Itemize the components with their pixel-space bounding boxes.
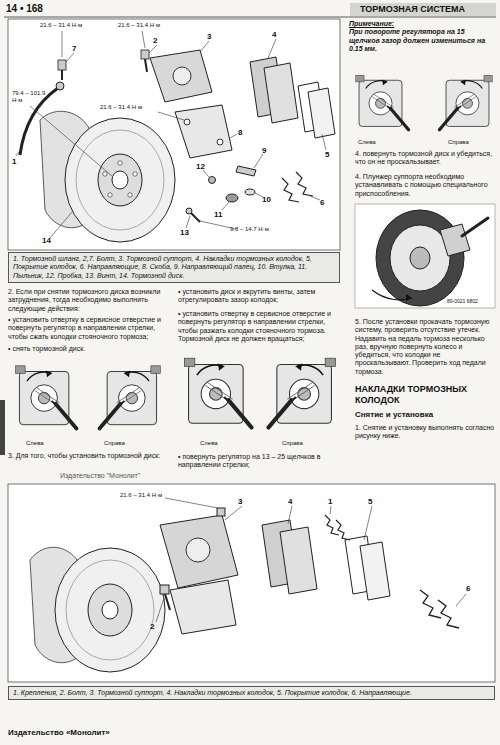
callout-number: 3 [207,32,211,41]
body-text: 4. Плунжер суппорта необходимо устанавли… [355,173,495,198]
callout-number: 14 [42,236,51,245]
body-text: Слева [26,440,44,447]
body-text: 89-0021 6802 [447,299,478,305]
callout-number: 12 [196,162,205,171]
body-text: Слева [358,139,376,146]
callout-number: 9 [262,146,266,155]
body-text: • установить отвертку в сервисное отверс… [178,310,338,343]
torque-value: 21.6 – 31.4 Н·м [100,104,142,111]
heading-text: Издательство «Монолит» [8,728,110,737]
body-text: • снять тормозной диск. [8,345,168,353]
torque-value: 9.8 – 14.7 Н·м [230,226,269,233]
callout-number: 2 [153,36,157,45]
body-text: • повернуть регулятор на 13 – 25 щелчков… [178,453,338,470]
callout-number: 6 [466,584,470,593]
callout-number: 3 [238,497,242,506]
callout-number: 5 [325,150,329,159]
section-title: ТОРМОЗНАЯ СИСТЕМА [360,4,465,15]
callout-number: 5 [368,497,372,506]
caption-text: 1. Крепления, 2. Болт, 3. Тормозной супп… [13,689,490,697]
callout-number: 11 [214,210,222,219]
torque-value: 21.6 – 31.4 Н·м [118,22,160,29]
body-text: • установить диск и вкрутить винты, зате… [178,288,338,305]
callout-number: 7 [72,44,76,53]
caption-text: При повороте регулятора на 15 щелчков за… [349,28,491,53]
body-text: 2. Если при снятии тормозного диска возн… [8,288,168,313]
callout-number: 6 [320,198,324,207]
callout-number: 1 [328,497,332,506]
body-text: 3. Для того, чтобы установить тормозной … [8,452,168,460]
body-text: 4. повернуть тормозной диск и убедиться,… [355,150,495,167]
figure-caption: 1. Тормозной шланг, 2,7. Болт, 3. Тормоз… [8,252,340,283]
heading-text: НАКЛАДКИ ТОРМОЗНЫХ КОЛОДОК [355,384,495,405]
callout-number: 2 [150,622,154,631]
note-heading: Примечание: [349,20,491,28]
callout-number: 4 [288,497,292,506]
callout-number: 1 [12,157,16,166]
body-text: 5. После установки прокачать тормозную с… [355,318,495,376]
torque-value: 21.6 – 31.4 Н·м [40,22,82,29]
callout-number: 8 [238,128,242,137]
note-box: Примечание:При повороте регулятора на 15… [345,18,495,56]
body-text: Справа [282,440,303,447]
body-text: • установить отвертку в сервисное отверс… [8,316,168,341]
callout-number: 4 [272,30,276,39]
body-text: Справа [104,440,125,447]
heading-text: 14 • 168 [6,3,43,15]
callout-number: 13 [180,228,189,237]
watermark: Издательство "Монолит" [60,472,140,480]
torque-value: 79.4 – 101.9 Н·м [12,90,52,104]
body-text: Справа [448,139,469,146]
heading-text: Снятие и установка [355,410,495,419]
torque-value: 21.6 – 31.4 Н·м [120,492,162,499]
figure-caption: 1. Крепления, 2. Болт, 3. Тормозной супп… [8,686,495,700]
callout-number: 10 [262,195,271,204]
body-text: 1. Снятие и установку выполнять согласно… [355,424,495,441]
body-text: Слева [200,440,218,447]
caption-text: 1. Тормозной шланг, 2,7. Болт, 3. Тормоз… [13,255,335,280]
